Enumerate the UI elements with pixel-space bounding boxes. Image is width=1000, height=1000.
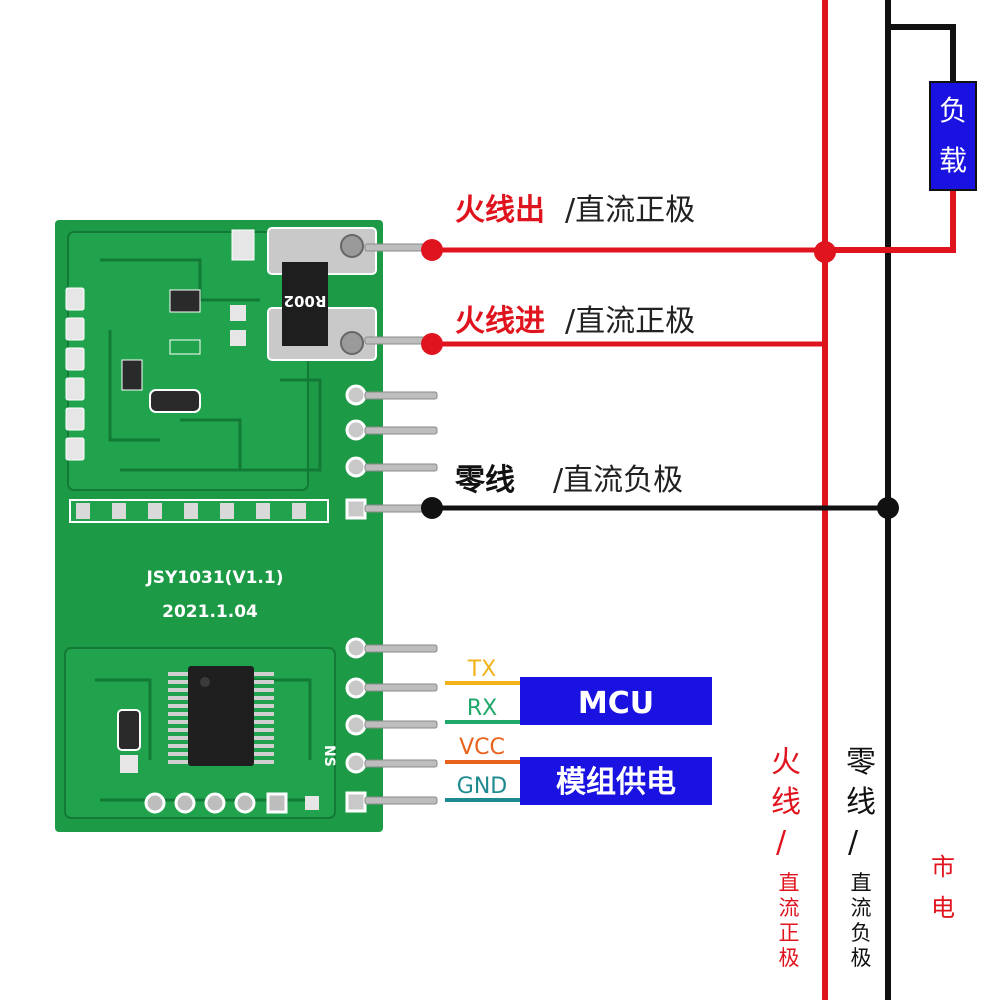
smd-parts-upper [121, 229, 255, 413]
mains-v-char-2: 电 [931, 894, 955, 922]
live-in-desc: /直流正极 [565, 304, 695, 339]
load-branch-bottom [825, 188, 956, 253]
load-char-2: 载 [939, 144, 967, 177]
neutral-junction-dot [877, 497, 899, 519]
vcc-label: VCC [459, 735, 505, 760]
neutral-desc: /直流负极 [553, 463, 683, 498]
bottom-header-holes [144, 792, 319, 814]
neutral-v-small-1: 直 [851, 871, 872, 895]
board-corner-mark: NS [321, 745, 337, 767]
live-v-char-2: 线 [771, 785, 801, 820]
live-in-label: 火线进 [455, 304, 545, 339]
live-v-small-4: 极 [779, 946, 800, 970]
live-out-dot [421, 239, 443, 261]
pcb-board: R002 [55, 220, 383, 832]
mcu-box: MCU [520, 677, 712, 725]
shunt-label: R002 [284, 292, 327, 310]
live-out-desc: /直流正极 [565, 193, 695, 228]
neutral-v-char-1: 零 [846, 745, 876, 780]
neutral-vertical-label: 零 线 / 直 流 负 极 [846, 745, 876, 970]
load-branch-top [888, 24, 956, 85]
neutral-label: 零线 [455, 463, 515, 498]
live-vertical-label: 火 线 / 直 流 正 极 [771, 745, 801, 970]
header-pads [345, 384, 367, 813]
neutral-v-small-4: 极 [851, 946, 872, 970]
neutral-v-small-3: 负 [851, 921, 872, 945]
resistor-row [69, 499, 329, 523]
live-in-dot [421, 333, 443, 355]
shunt-resistor: R002 [267, 227, 377, 361]
ic-chip [168, 666, 274, 766]
tx-label: TX [467, 657, 497, 682]
smd-parts-lower [117, 709, 141, 773]
live-out-label: 火线出 [455, 193, 545, 228]
neutral-v-char-2: 线 [846, 785, 876, 820]
ic-pins-right [250, 672, 274, 764]
signal-pins: TX RX VCC GND [445, 657, 520, 802]
board-date: 2021.1.04 [162, 602, 258, 622]
gnd-label: GND [457, 774, 507, 799]
mcu-label: MCU [578, 686, 654, 721]
load-box: 负 载 [929, 81, 977, 191]
live-v-small-2: 流 [779, 896, 800, 920]
smd-pads-left [65, 287, 85, 461]
live-v-small-3: 正 [779, 921, 800, 945]
ic-pins-left [168, 672, 192, 764]
mains-vertical-label: 市 电 [931, 853, 955, 922]
live-v-small-1: 直 [779, 871, 800, 895]
ic-body [188, 666, 254, 766]
neutral-v-char-3: / [848, 825, 859, 860]
live-v-char-3: / [776, 825, 787, 860]
live-v-char-1: 火 [771, 745, 801, 780]
mains-v-char-1: 市 [931, 853, 955, 881]
neutral-dot [421, 497, 443, 519]
live-junction-dot [814, 241, 836, 263]
neutral-v-small-2: 流 [851, 896, 872, 920]
board-model: JSY1031(V1.1) [145, 568, 283, 588]
rx-label: RX [467, 696, 497, 721]
load-char-1: 负 [939, 94, 967, 127]
power-label: 模组供电 [556, 765, 676, 800]
power-box: 模组供电 [520, 757, 712, 805]
